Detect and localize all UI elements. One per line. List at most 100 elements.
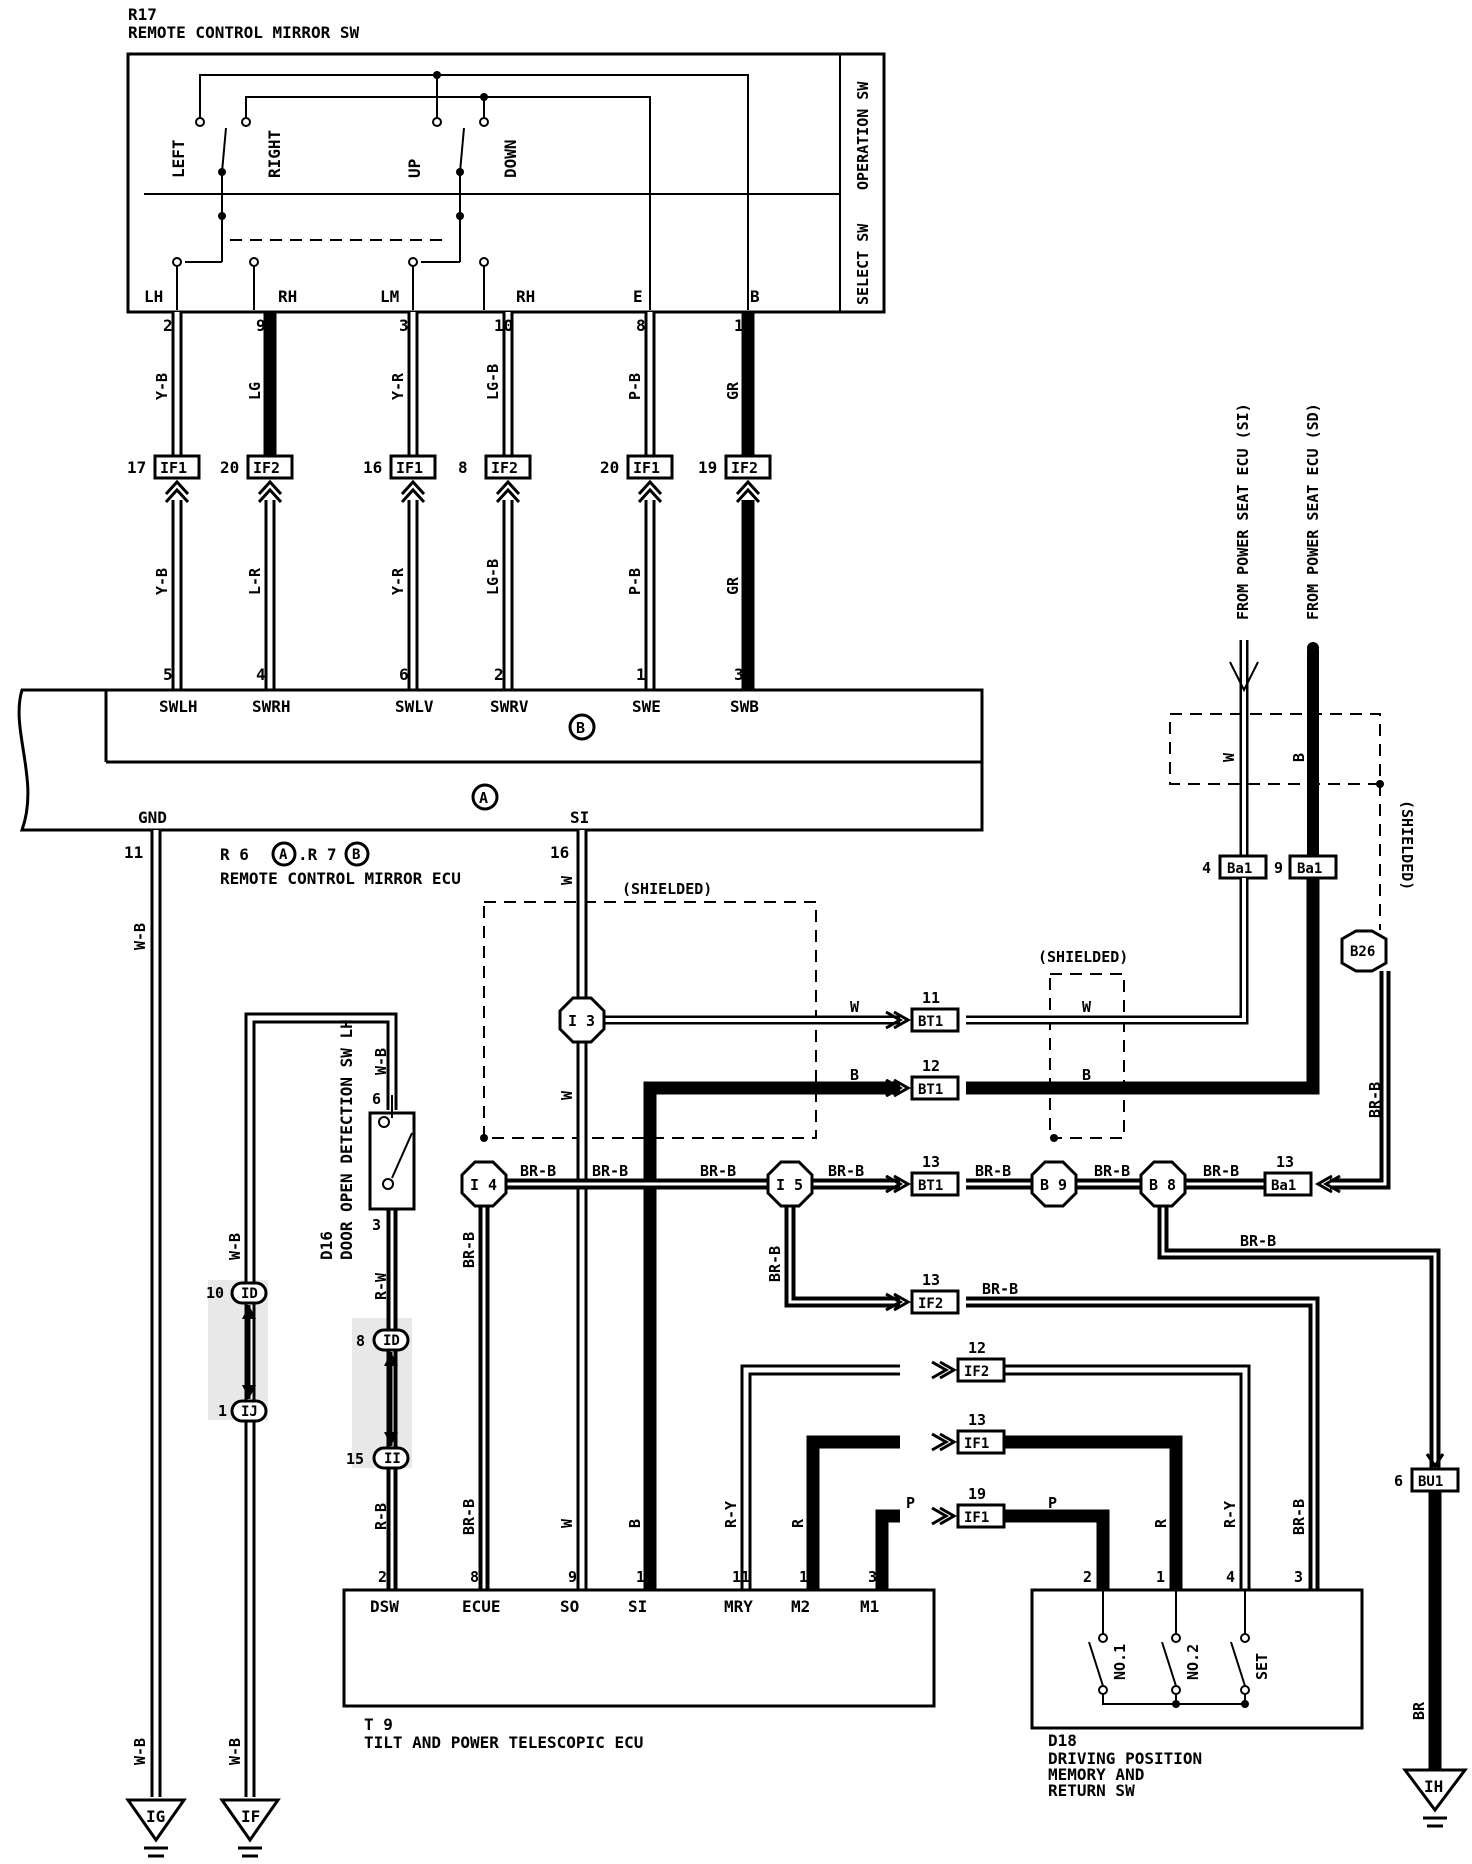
svg-text:10: 10 xyxy=(206,1284,224,1302)
wire-color-lower: GR xyxy=(724,576,742,595)
power-seat-feed: FROM POWER SEAT ECU (SI) FROM POWER SEAT… xyxy=(1169,403,1416,1118)
svg-text:B: B xyxy=(352,847,360,863)
arrow-icon xyxy=(885,1292,904,1312)
svg-text:II: II xyxy=(384,1451,401,1467)
r17-box xyxy=(126,52,886,314)
ecu-ref-r6: R 6 xyxy=(220,845,249,864)
t9-pin: 8 xyxy=(470,1568,479,1586)
connector-bt1-11-pin: 11 xyxy=(922,989,940,1007)
svg-text:8: 8 xyxy=(356,1332,365,1350)
wire-color-lower: P-B xyxy=(626,568,644,595)
t9-pin: 3 xyxy=(868,1568,877,1586)
d16-door-switch-group: 6 3 W-B R-W R-B D16 DOOR OPEN DETECTION … xyxy=(206,1012,416,1858)
d18-line2: MEMORY AND xyxy=(1048,1765,1144,1784)
d18-switch-label: NO.2 xyxy=(1184,1644,1202,1680)
connector-label: IF2 xyxy=(253,459,280,477)
arrow-icon xyxy=(1425,1453,1445,1469)
t9-terminal: M2 xyxy=(791,1597,810,1616)
term-b: B xyxy=(750,287,760,306)
ecu-pin: 3 xyxy=(734,665,744,684)
svg-text:1: 1 xyxy=(1156,1568,1165,1586)
ecu-pin: 4 xyxy=(256,665,266,684)
wire-color-upper: Y-R xyxy=(389,372,407,400)
b26-label: B26 xyxy=(1350,944,1375,960)
r17-pin: 8 xyxy=(636,316,646,335)
arrow-icon xyxy=(257,479,283,496)
t9-terminal: ECUE xyxy=(462,1597,501,1616)
ground-if: IF xyxy=(241,1807,260,1826)
ecu-terminal: SWB xyxy=(730,697,759,716)
t9-pin: 2 xyxy=(378,1568,387,1586)
svg-text:ID: ID xyxy=(241,1286,258,1302)
t9-terminal: DSW xyxy=(370,1597,399,1616)
svg-text:B: B xyxy=(1082,1066,1091,1084)
arrow-icon xyxy=(735,479,761,496)
svg-text:BR-B: BR-B xyxy=(460,1499,478,1535)
arrow-icon xyxy=(885,1174,904,1194)
term-e: E xyxy=(633,287,643,306)
svg-text:R: R xyxy=(1152,1518,1170,1528)
shielded-top: (SHIELDED) xyxy=(1398,800,1416,890)
junction-i3-label: I 3 xyxy=(568,1012,595,1030)
d16-pin3: 3 xyxy=(372,1216,381,1234)
svg-text:W: W xyxy=(850,998,860,1016)
arrow-icon xyxy=(164,479,190,496)
connector-if2-12 xyxy=(956,1357,1006,1383)
dir-left: LEFT xyxy=(169,139,188,178)
svg-text:BR-B: BR-B xyxy=(1290,1499,1308,1535)
t9-pin: 9 xyxy=(568,1568,577,1586)
connector-pin: 8 xyxy=(458,458,468,477)
term-rh: RH xyxy=(278,287,297,306)
shielded-right: (SHIELDED) xyxy=(1038,948,1128,966)
ground-ih-group: IH xyxy=(1402,1768,1468,1828)
connector-pin: 19 xyxy=(698,458,717,477)
arrow-icon xyxy=(637,479,663,496)
d18-switch-label: NO.1 xyxy=(1111,1644,1129,1680)
t9-pin: 12 xyxy=(799,1568,817,1586)
connector-label: IF1 xyxy=(160,459,187,477)
ecu-b-label: B xyxy=(576,719,585,737)
mirror-ecu: B A GND SI 11 16 R 6 A .R 7 B REMOTE CON… xyxy=(17,688,984,888)
connector-bt1-13 xyxy=(910,1171,960,1197)
connector-box xyxy=(246,454,294,480)
dir-right: RIGHT xyxy=(265,130,284,178)
svg-text:9: 9 xyxy=(1274,859,1283,877)
connector-box xyxy=(724,454,772,480)
svg-text:B: B xyxy=(1290,753,1308,762)
r17-pin: 3 xyxy=(399,316,409,335)
connector-box xyxy=(153,454,201,480)
connector-if2-12-label: IF2 xyxy=(964,1364,989,1380)
wire-color-lower: L-R xyxy=(246,567,264,595)
wire-color-lower: Y-B xyxy=(153,568,171,595)
switch-contact xyxy=(1088,1641,1104,1687)
svg-text:Ba1: Ba1 xyxy=(1227,861,1252,877)
arrow-icon xyxy=(495,479,521,496)
connector-if2-13 xyxy=(910,1289,960,1315)
svg-text:4: 4 xyxy=(1202,859,1211,877)
svg-text:BR-B: BR-B xyxy=(700,1162,736,1180)
t9-terminal: SO xyxy=(560,1597,579,1616)
svg-text:R-B: R-B xyxy=(372,1503,390,1530)
ground-ig: IG xyxy=(146,1807,165,1826)
connector-bt1-13-label: BT1 xyxy=(918,1178,943,1194)
wire-color-upper: GR xyxy=(724,381,742,400)
upper-wire-group: IF1172Y-BY-B5SWLHIF2209LGL-R4SWRHIF1163Y… xyxy=(127,312,772,716)
connector-label: IF2 xyxy=(731,459,758,477)
wire-color-upper: P-B xyxy=(626,373,644,400)
t9-code: T 9 xyxy=(364,1715,393,1734)
r17-mirror-switch: R17 REMOTE CONTROL MIRROR SW OPERATION S… xyxy=(126,5,886,314)
ground-ih: IH xyxy=(1424,1777,1443,1796)
junction-i4-label: I 4 xyxy=(470,1176,497,1194)
connector-ba1-13 xyxy=(1263,1171,1313,1197)
svg-text:R-W: R-W xyxy=(372,1272,390,1300)
connector-pin: 20 xyxy=(600,458,619,477)
connector-bt1-11 xyxy=(910,1007,960,1033)
svg-text:P: P xyxy=(906,1494,915,1512)
t9-ecu: T 9 TILT AND POWER TELESCOPIC ECU 2DSW8E… xyxy=(342,1568,936,1752)
connector-label: IF2 xyxy=(491,459,518,477)
r17-name: REMOTE CONTROL MIRROR SW xyxy=(128,23,360,42)
connector-if1-19 xyxy=(956,1503,1006,1529)
